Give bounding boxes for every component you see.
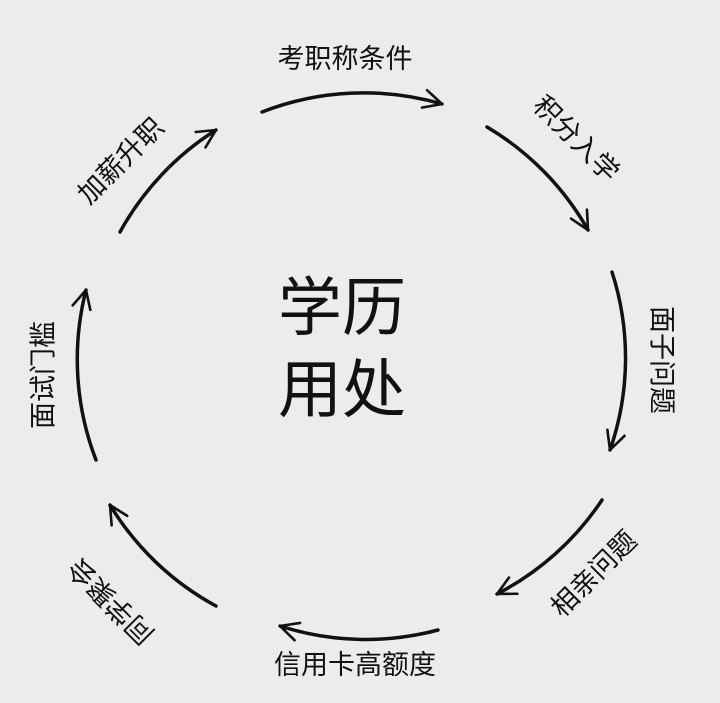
arrow-left [71,288,98,462]
label-right: 面子问题 [646,306,677,414]
label-bottom-left: 同学聚会 [62,552,160,650]
arrow-top [260,88,444,114]
label-bottom-right: 相亲问题 [545,525,643,623]
arrow-bottom-left [108,503,218,608]
arrow-right [606,270,628,452]
label-bottom: 信用卡高额度 [274,650,436,681]
arrow-bottom-right [495,498,604,596]
arrow-top-right [485,125,590,232]
label-left: 面试门槛 [29,321,60,429]
label-top-right: 积分入学 [527,90,625,188]
arrow-bottom [278,621,440,642]
label-top-left: 加薪升职 [72,112,170,210]
center-title-line1: 学历 [278,272,406,346]
arrow-top-left [118,128,218,234]
label-top: 考职称条件 [278,44,413,75]
center-title-line2: 用处 [278,354,406,428]
